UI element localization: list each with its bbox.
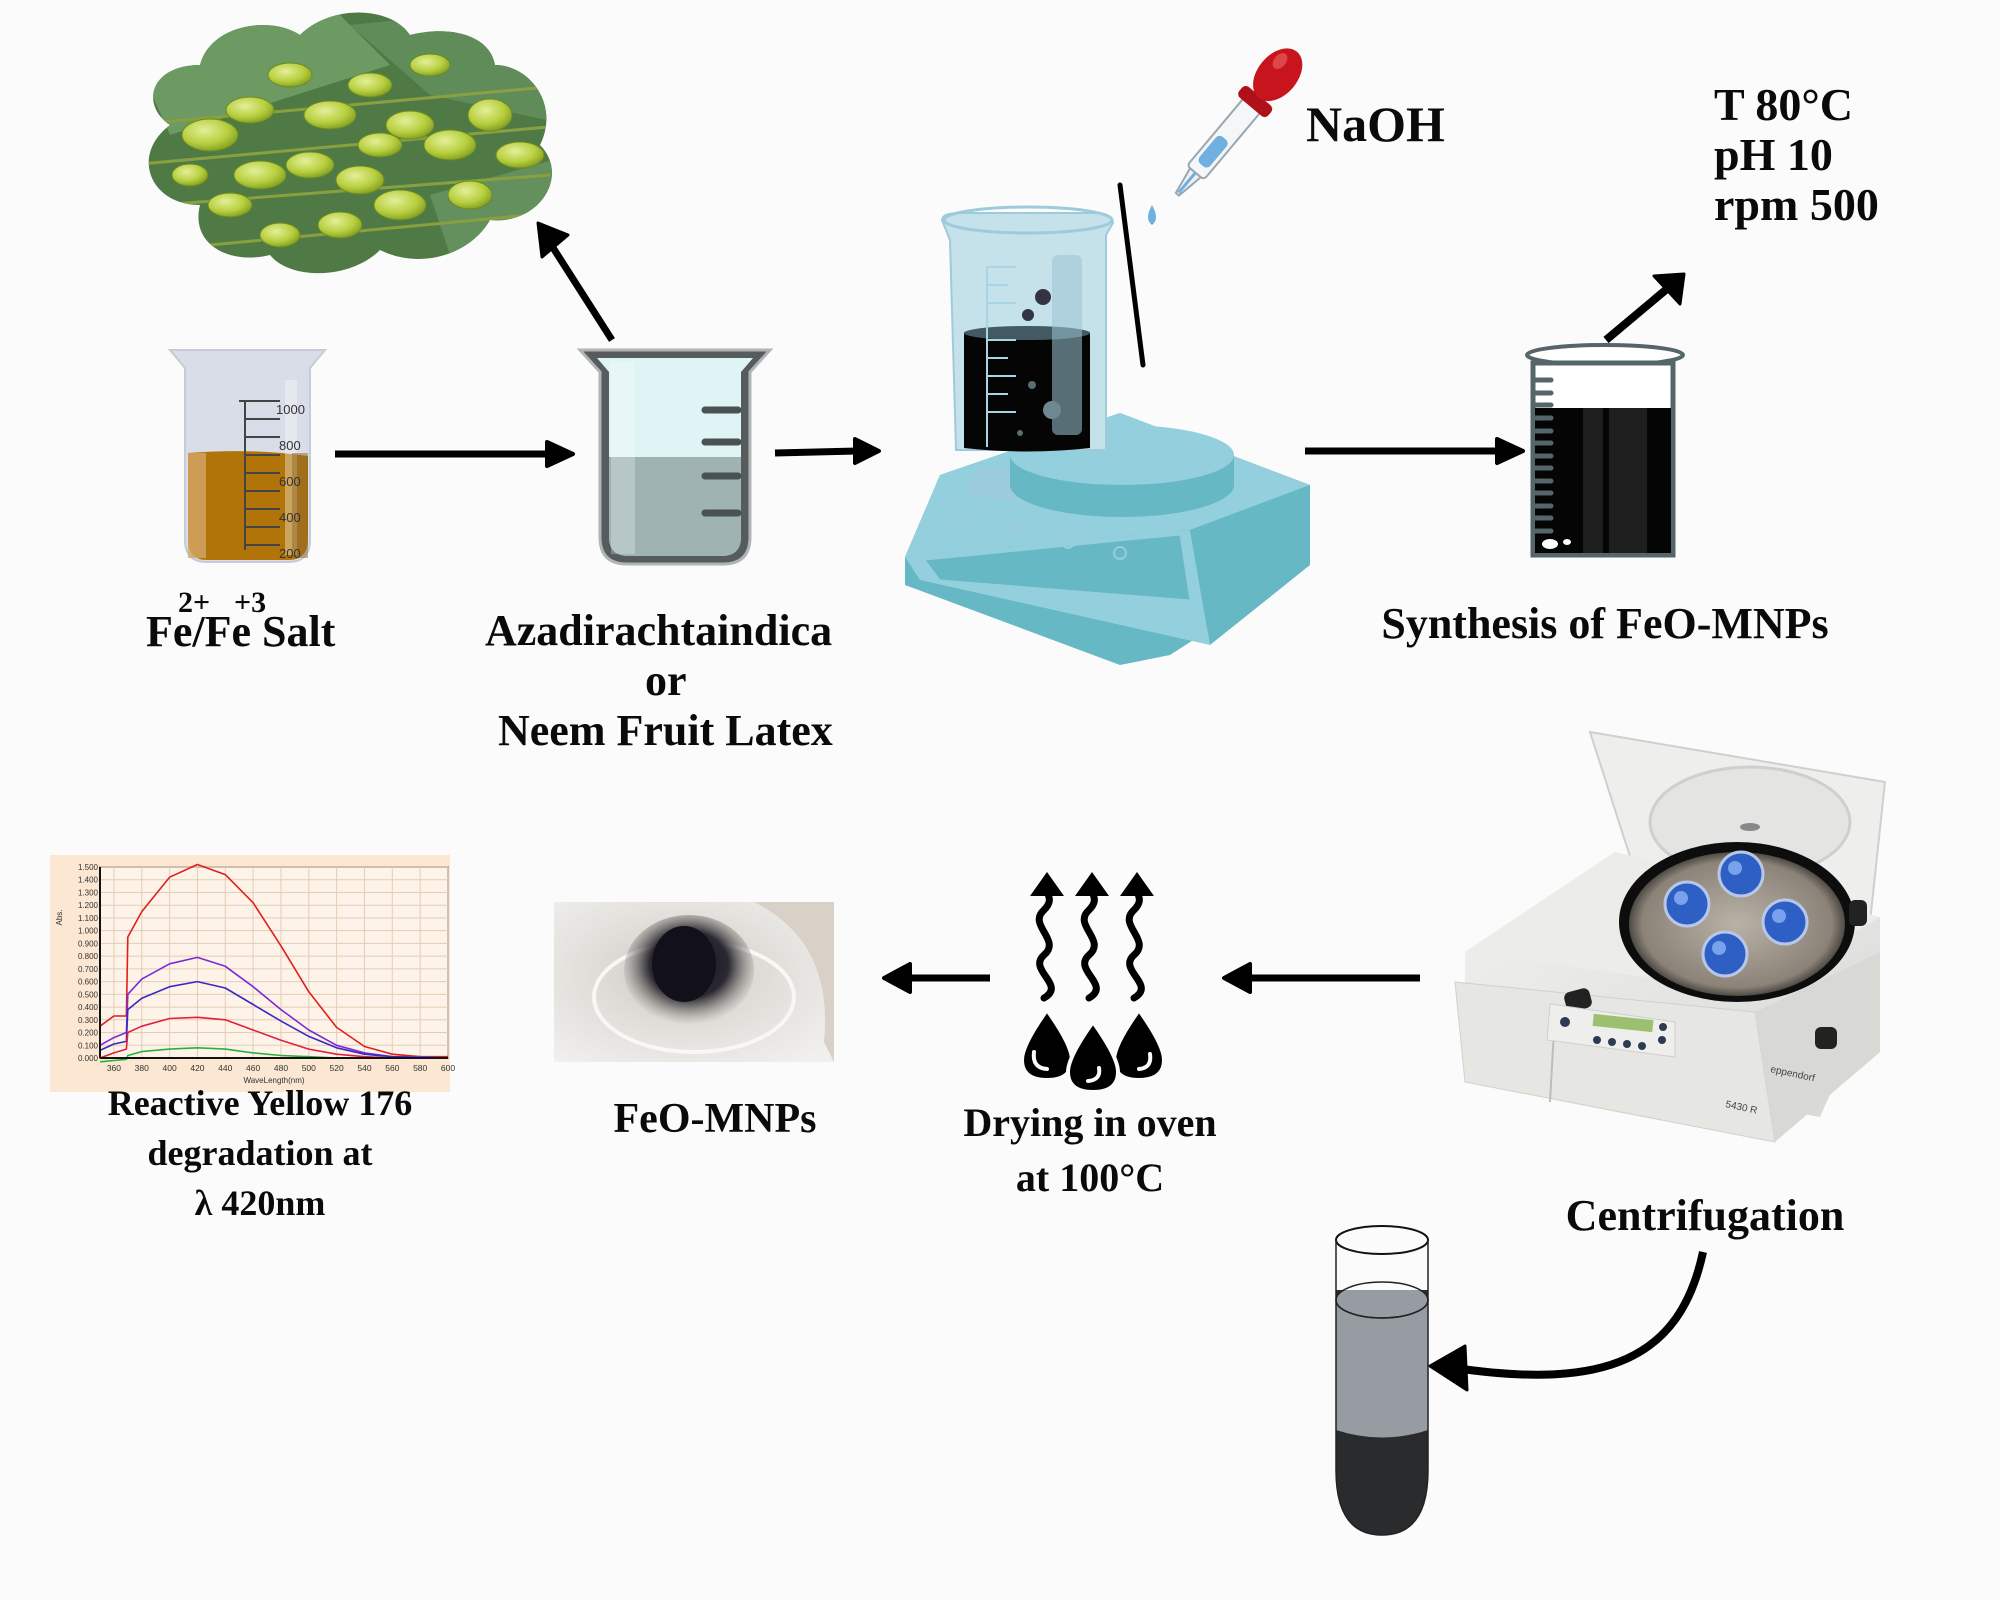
drying-line-2: at 100°C <box>1015 1155 1165 1200</box>
extract-label: Azadirachtaindica or Neem Fruit Latex <box>470 606 860 756</box>
y-tick-label: 1.100 <box>78 914 99 923</box>
salt-sup-2: +3 <box>234 586 267 619</box>
arrow-up-right-icon <box>1603 272 1686 344</box>
neem-fruit-photo <box>148 12 552 274</box>
y-tick-label: 1.000 <box>78 927 99 936</box>
steam-drying-icon <box>1019 872 1167 1095</box>
x-tick-label: 440 <box>218 1063 232 1073</box>
extract-line-2: or <box>645 656 687 705</box>
y-tick-label: 0.200 <box>78 1029 99 1038</box>
y-tick-label: 0.400 <box>78 1003 99 1012</box>
product-label: FeO-MNPs <box>613 1096 817 1142</box>
synthesis-label: Synthesis of FeO-MNPs <box>1381 599 1829 648</box>
centrifugation-label: Centrifugation <box>1565 1191 1845 1240</box>
y-tick-label: 0.800 <box>78 952 99 961</box>
condition-rpm: rpm 500 <box>1714 179 1879 230</box>
y-tick-label: 0.100 <box>78 1041 99 1050</box>
scale-600: 600 <box>279 474 301 489</box>
x-tick-label: 520 <box>330 1063 344 1073</box>
y-tick-label: 0.500 <box>78 990 99 999</box>
y-tick-label: 0.600 <box>78 978 99 987</box>
test-tube-icon <box>1335 1225 1429 1536</box>
x-axis-label: WaveLength(nm) <box>243 1076 304 1085</box>
application-label: Reactive Yellow 176 degradation at λ 420… <box>60 1078 460 1228</box>
extract-line-1: Azadirachtaindica <box>485 606 833 655</box>
y-axis-label: Abs. <box>55 909 64 925</box>
x-tick-label: 600 <box>441 1063 455 1073</box>
salt-sup-1: 2+ <box>178 586 211 619</box>
x-tick-label: 380 <box>135 1063 149 1073</box>
y-tick-label: 0.000 <box>78 1054 99 1063</box>
x-tick-label: 540 <box>357 1063 371 1073</box>
dropper-icon <box>1148 48 1303 225</box>
salt-beaker-icon <box>167 349 328 563</box>
arrow-left-icon <box>1222 962 1420 994</box>
salt-fe-1: Fe <box>146 607 193 656</box>
x-tick-label: 400 <box>163 1063 177 1073</box>
magnetic-stirrer-icon <box>905 182 1310 665</box>
arrow-to-neem-icon <box>536 221 615 342</box>
uv-vis-chart-svg: 360 380 400 420 440 460 480 500 520 540 560 580 600 0… <box>55 863 455 1085</box>
salt-fe-2: Fe <box>204 607 252 656</box>
x-tick-label: 480 <box>274 1063 288 1073</box>
y-tick-label: 1.500 <box>78 863 99 872</box>
salt-label: Fe/Fe Salt <box>146 606 335 657</box>
synthesis-beaker-icon <box>1525 343 1685 558</box>
salt-sep: / <box>192 607 205 656</box>
application-line-2: degradation at <box>147 1133 373 1173</box>
scale-1000: 1000 <box>276 402 305 417</box>
extract-beaker-icon <box>576 348 774 566</box>
x-tick-label: 360 <box>107 1063 121 1073</box>
conditions: T 80°C pH 10 rpm 500 <box>1714 80 1879 230</box>
arrow-right-icon <box>774 437 881 465</box>
condition-temperature: T 80°C <box>1714 79 1853 130</box>
scale-800: 800 <box>279 438 301 453</box>
naoh-label: NaOH <box>1306 96 1445 152</box>
x-tick-label: 420 <box>190 1063 204 1073</box>
scale-400: 400 <box>279 510 301 525</box>
condition-ph: pH 10 <box>1714 129 1833 180</box>
y-tick-label: 0.700 <box>78 965 99 974</box>
salt-suffix: Salt <box>251 607 336 656</box>
y-tick-label: 0.300 <box>78 1016 99 1025</box>
curved-arrow-icon <box>1428 1251 1707 1392</box>
uv-vis-chart: 360 380 400 420 440 460 480 500 520 540 560 580 600 0… <box>50 855 455 1092</box>
series-line-curve-3 <box>99 980 448 1059</box>
x-tick-label: 560 <box>385 1063 399 1073</box>
arrow-right-icon <box>335 440 575 468</box>
scale-200: 200 <box>279 546 301 561</box>
nanoparticle-powder-photo <box>554 902 834 1062</box>
y-tick-label: 1.200 <box>78 901 99 910</box>
drying-line-1: Drying in oven <box>963 1100 1217 1145</box>
application-line-3: λ 420nm <box>194 1183 326 1223</box>
x-tick-label: 460 <box>246 1063 260 1073</box>
drying-label: Drying in oven at 100°C <box>940 1095 1240 1205</box>
y-tick-label: 1.300 <box>78 888 99 897</box>
y-tick-label: 1.400 <box>78 876 99 885</box>
centrifuge-photo: eppendorf 5430 R <box>1454 730 1887 1143</box>
series-line-curve-1 <box>99 863 448 1058</box>
arrow-left-icon <box>882 962 990 994</box>
x-tick-label: 500 <box>302 1063 316 1073</box>
beaker-scale: 1000 800 600 400 200 <box>276 392 305 572</box>
x-tick-label: 580 <box>413 1063 427 1073</box>
y-tick-label: 0.900 <box>78 939 99 948</box>
extract-line-3: Neem Fruit Latex <box>498 706 833 755</box>
arrow-right-icon <box>1305 437 1525 465</box>
plot-area <box>99 866 449 1059</box>
application-line-1: Reactive Yellow 176 <box>107 1083 413 1123</box>
